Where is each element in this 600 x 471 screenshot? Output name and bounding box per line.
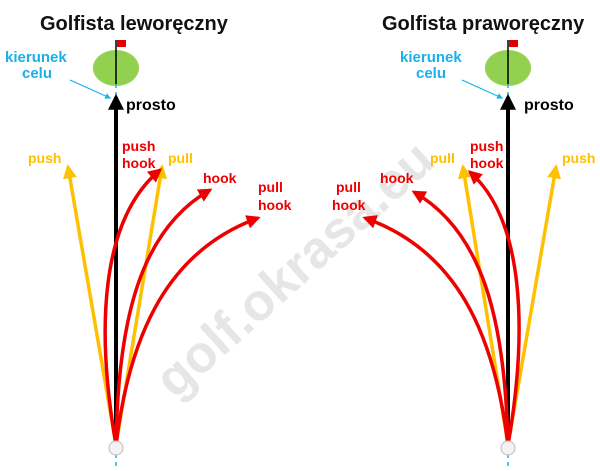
right-pull-hook-arrow [362,215,510,446]
right-golf-ball-icon [500,440,516,456]
right-flag-icon [509,40,518,47]
left-title: Golfista leworęczny [40,13,229,35]
right-target-pointer [461,79,504,99]
right-push-label: push [562,150,595,166]
right-target-label-1: kierunek [400,49,462,66]
left-push-hook-label-2: hook [122,155,156,171]
left-push-hook-arrow [103,168,163,446]
left-flag-icon [117,40,126,47]
left-push-label: push [28,150,61,166]
right-target-label-2: celu [416,65,446,82]
right-push-hook-label-1: push [470,138,503,154]
left-target-label-2: celu [22,65,52,82]
left-pull-hook-label-2: hook [258,197,292,213]
right-title: Golfista praworęczny [382,13,585,35]
left-hook-label: hook [203,170,237,186]
left-hook-arrow [114,188,213,446]
right-hook-arrow [411,190,510,446]
left-target-pointer [69,79,112,99]
left-target-label-1: kierunek [5,49,67,66]
left-pull-hook-arrow [114,215,261,446]
left-panel: Golfista leworęczny kierunek celu prosto… [5,13,292,468]
left-push-hook-label-1: push [122,138,155,154]
right-pull-hook-label-2: hook [332,197,366,213]
right-push-hook-arrow [467,170,521,446]
left-golf-ball-icon [108,440,124,456]
right-pull-hook-label-1: pull [336,179,361,195]
left-pull-label: pull [168,150,193,166]
right-straight-label: prosto [524,97,574,114]
right-pull-label: pull [430,150,455,166]
right-panel: Golfista praworęczny kierunek celu prost… [332,13,595,468]
right-hook-label: hook [380,170,414,186]
right-push-hook-label-2: hook [470,155,504,171]
left-straight-label: prosto [126,97,176,114]
left-pull-hook-label-1: pull [258,179,283,195]
